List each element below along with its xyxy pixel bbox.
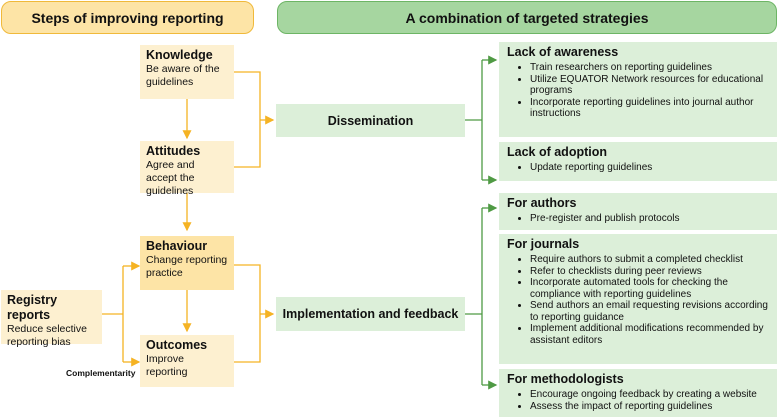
strategy-item: Train researchers on reporting guideline… bbox=[530, 62, 769, 74]
strategy-item: Assess the impact of reporting guideline… bbox=[530, 401, 769, 413]
strategy-lack-of-adoption: Lack of adoption Update reporting guidel… bbox=[499, 142, 777, 181]
stage-title: Attitudes bbox=[146, 144, 201, 158]
strategy-item: Incorporate reporting guidelines into jo… bbox=[530, 97, 769, 120]
strategy-for-methodologists: For methodologists Encourage ongoing fee… bbox=[499, 369, 777, 417]
strategy-title: For journals bbox=[507, 237, 580, 251]
strategy-item: Refer to checklists during peer reviews bbox=[530, 266, 769, 278]
stage-outcomes: Outcomes Improve reporting bbox=[140, 335, 234, 387]
header-strategies: A combination of targeted strategies bbox=[277, 1, 777, 34]
stage-attitudes: Attitudes Agree and accept the guideline… bbox=[140, 141, 234, 197]
bracket-dissemination bbox=[233, 71, 261, 168]
stage-desc: Agree and accept the guidelines bbox=[146, 159, 195, 197]
registry-desc: Reduce selective reporting bias bbox=[7, 323, 87, 348]
strategy-item: Implement additional modifications recom… bbox=[530, 323, 769, 346]
strategy-item: Require authors to submit a completed ch… bbox=[530, 254, 769, 266]
strategy-item: Incorporate automated tools for checking… bbox=[530, 277, 769, 300]
strategy-item: Utilize EQUATOR Network resources for ed… bbox=[530, 74, 769, 97]
implementation-box: Implementation and feedback bbox=[276, 297, 465, 331]
stage-title: Outcomes bbox=[146, 338, 208, 352]
stage-title: Behaviour bbox=[146, 239, 208, 253]
registry-reports: Registry reports Reduce selective report… bbox=[1, 290, 102, 348]
strategy-item: Send authors an email requesting revisio… bbox=[530, 300, 769, 323]
stage-desc: Be aware of the guidelines bbox=[146, 63, 220, 88]
stage-desc: Improve reporting bbox=[146, 353, 188, 378]
strategy-for-authors: For authors Pre-register and publish pro… bbox=[499, 193, 777, 230]
strategy-item: Update reporting guidelines bbox=[530, 162, 769, 174]
stage-title: Knowledge bbox=[146, 48, 213, 62]
bracket-implementation bbox=[233, 264, 261, 363]
complementarity-label: Complementarity bbox=[66, 368, 136, 378]
strategy-lack-of-awareness: Lack of awareness Train researchers on r… bbox=[499, 42, 777, 137]
strategy-title: For methodologists bbox=[507, 372, 624, 386]
stage-behaviour: Behaviour Change reporting practice bbox=[140, 236, 234, 290]
strategy-item: Encourage ongoing feedback by creating a… bbox=[530, 389, 769, 401]
stage-desc: Change reporting practice bbox=[146, 254, 228, 279]
registry-title: Registry reports bbox=[7, 293, 58, 322]
stage-knowledge: Knowledge Be aware of the guidelines bbox=[140, 45, 234, 99]
header-steps: Steps of improving reporting bbox=[1, 1, 254, 34]
strategy-title: For authors bbox=[507, 196, 577, 210]
strategy-for-journals: For journals Require authors to submit a… bbox=[499, 234, 777, 364]
strategy-title: Lack of adoption bbox=[507, 145, 607, 159]
strategy-item: Pre-register and publish protocols bbox=[530, 213, 769, 225]
strategy-title: Lack of awareness bbox=[507, 45, 619, 59]
dissemination-box: Dissemination bbox=[276, 104, 465, 137]
